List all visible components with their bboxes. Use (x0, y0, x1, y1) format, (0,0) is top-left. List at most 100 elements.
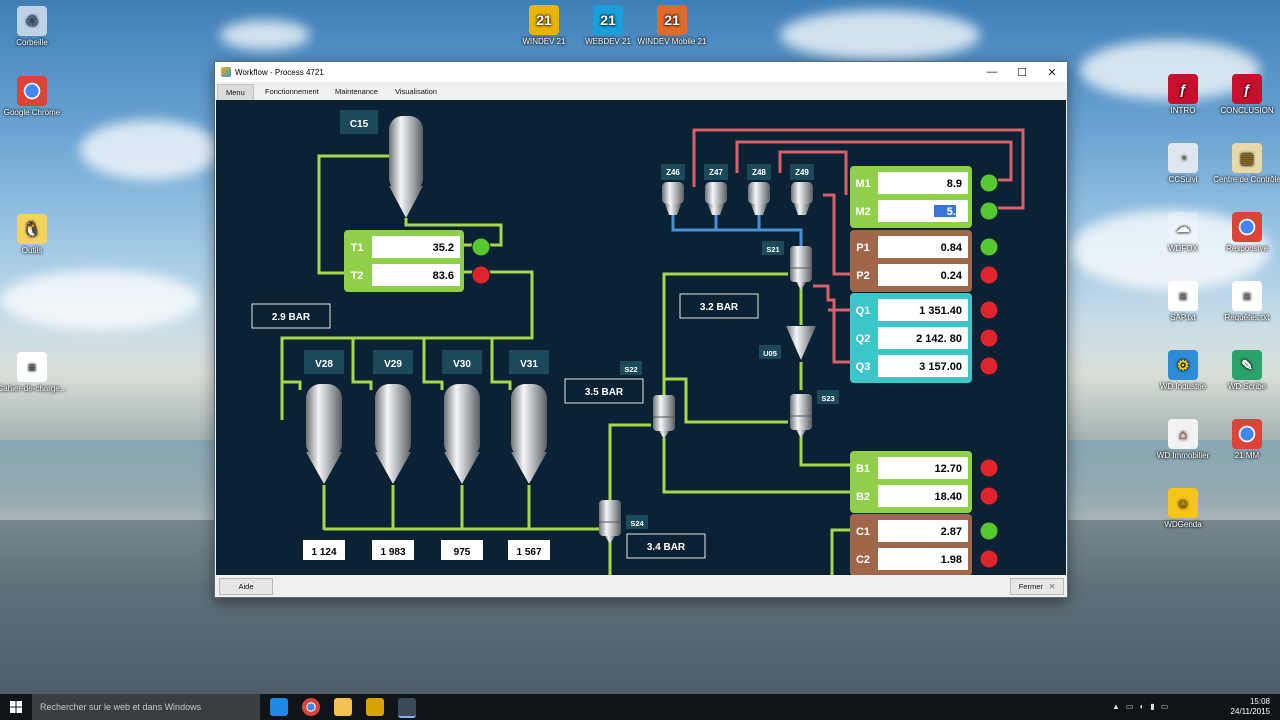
desktop-shortcut[interactable]: ▦Centre de Contrôle (1208, 143, 1280, 185)
panel-row-field[interactable] (878, 520, 968, 542)
silo-tank[interactable] (444, 384, 480, 484)
panel-row-field[interactable] (878, 485, 968, 507)
text-selection (934, 205, 956, 217)
silo-cone (389, 186, 423, 218)
windev-taskbar-icon[interactable] (366, 698, 384, 716)
desktop-shortcut-label: Outils (21, 246, 43, 255)
panel-row-label: T2 (351, 270, 364, 282)
chrome-taskbar-icon[interactable] (302, 698, 320, 716)
tab-maintenance[interactable]: Maintenance (335, 87, 378, 96)
valve-nozzle (794, 204, 810, 215)
minimize-button[interactable]: — (986, 66, 998, 78)
desktop-shortcut[interactable]: ≡SAP.txt (1144, 281, 1222, 323)
close-button[interactable]: Fermer ✕ (1010, 578, 1064, 595)
desktop-shortcut[interactable]: ✎WD Scribe (1208, 350, 1280, 392)
panel-row-field[interactable] (878, 355, 968, 377)
silo-tank[interactable] (389, 116, 423, 218)
desktop-shortcut[interactable]: 21 MM (1208, 419, 1280, 461)
desktop-shortcut[interactable]: Google Chrome (0, 76, 71, 118)
taskbar-search-input[interactable]: Rechercher sur le web et dans Windows (32, 694, 260, 720)
desktop-shortcut-label: WDFOX (1168, 244, 1198, 253)
valve-nozzle (665, 204, 681, 215)
windev-mobile-icon: 21 (657, 5, 687, 35)
desktop-shortcut[interactable]: ⌂WD Immobilier (1144, 419, 1222, 461)
separator-u05[interactable] (786, 326, 816, 360)
status-led-red (979, 486, 999, 506)
system-tray[interactable]: ▲▭◐▮▭ (1112, 702, 1175, 711)
panel-row-value: 8.9 (947, 178, 962, 190)
valve[interactable] (662, 182, 684, 215)
valve-body (748, 182, 770, 204)
desktop-shortcut[interactable]: 🐧Outils (0, 214, 71, 256)
valve-label: Z48 (752, 168, 766, 177)
tab-visualisation[interactable]: Visualisation (395, 87, 437, 96)
silo-tank[interactable] (511, 384, 547, 484)
panel-row-field[interactable] (878, 299, 968, 321)
label-box (626, 515, 648, 529)
panel-row-field[interactable] (878, 236, 968, 258)
valve-body (791, 182, 813, 204)
chrome-icon (1232, 419, 1262, 449)
close-window-button[interactable]: ✕ (1047, 66, 1057, 79)
window-titlebar[interactable]: Workflow - Process 4721 — ☐ ✕ (215, 62, 1067, 82)
desktop-shortcut[interactable]: ≡Requêtes.txt (1208, 281, 1280, 323)
clock[interactable]: 15:08 24/11/2015 (1231, 697, 1270, 717)
switch-unit[interactable] (790, 246, 812, 290)
label-box (747, 164, 771, 180)
clock-date: 24/11/2015 (1230, 707, 1270, 716)
desktop-shortcut[interactable]: ☁WDFOX (1144, 212, 1222, 254)
panel-row-field[interactable] (878, 457, 968, 479)
panel-row-value: 1.98 (941, 554, 962, 566)
panel-row-field[interactable] (878, 172, 968, 194)
panel-row-field[interactable] (878, 548, 968, 570)
valve[interactable] (748, 182, 770, 215)
edge-icon[interactable] (270, 698, 288, 716)
valve[interactable] (791, 182, 813, 215)
switch-label: S22 (624, 365, 637, 374)
switch-unit[interactable] (790, 394, 812, 438)
panel-row-field[interactable] (878, 264, 968, 286)
silo-label-c15: C15 (350, 119, 369, 130)
desktop-shortcut[interactable]: ≡Cahier-de-charge... (0, 352, 71, 394)
label-box (790, 164, 814, 180)
workflow-taskbar-icon[interactable] (398, 698, 416, 718)
desktop-shortcut[interactable]: ◔CCSuivi (1144, 143, 1222, 185)
tab-menu[interactable]: Menu (217, 84, 254, 101)
help-button[interactable]: Aide (219, 578, 273, 595)
desktop-shortcut[interactable]: ⚙WD Industrie (1144, 350, 1222, 392)
start-button[interactable] (0, 694, 32, 720)
silo-tank[interactable] (306, 384, 342, 484)
pipe-z49-p2 (823, 193, 851, 276)
maximize-button[interactable]: ☐ (1017, 66, 1027, 79)
desktop-shortcut-label: WDGenda (1164, 520, 1202, 529)
status-led-red (979, 458, 999, 478)
tab-fonctionnement[interactable]: Fonctionnement (265, 87, 319, 96)
counter-box (372, 540, 414, 560)
panel-row-field[interactable] (372, 236, 460, 258)
menu-bar: Menu Fonctionnement Maintenance Visualis… (215, 82, 1067, 101)
switch-unit[interactable] (599, 500, 621, 544)
valve-body (662, 182, 684, 204)
desktop-shortcut[interactable]: ☺WDGenda (1144, 488, 1222, 530)
text-file-icon: ≡ (1232, 281, 1262, 311)
panel-row-field[interactable] (372, 264, 460, 286)
silo-counter: 1 124 (311, 547, 336, 558)
status-led-green (979, 201, 999, 221)
panel-row-field[interactable] (878, 327, 968, 349)
file-explorer-icon[interactable] (334, 698, 352, 716)
switch-label: S23 (821, 394, 834, 403)
clock-time: 15:08 (1249, 697, 1270, 706)
silo-tank[interactable] (375, 384, 411, 484)
desktop-shortcut[interactable]: ♻Corbeille (0, 6, 71, 48)
pressure-box (679, 293, 759, 319)
switch-unit[interactable] (653, 395, 675, 439)
desktop-shortcut-label: SAP.txt (1170, 313, 1196, 322)
desktop-shortcut[interactable]: Responsive (1208, 212, 1280, 254)
valve[interactable] (705, 182, 727, 215)
